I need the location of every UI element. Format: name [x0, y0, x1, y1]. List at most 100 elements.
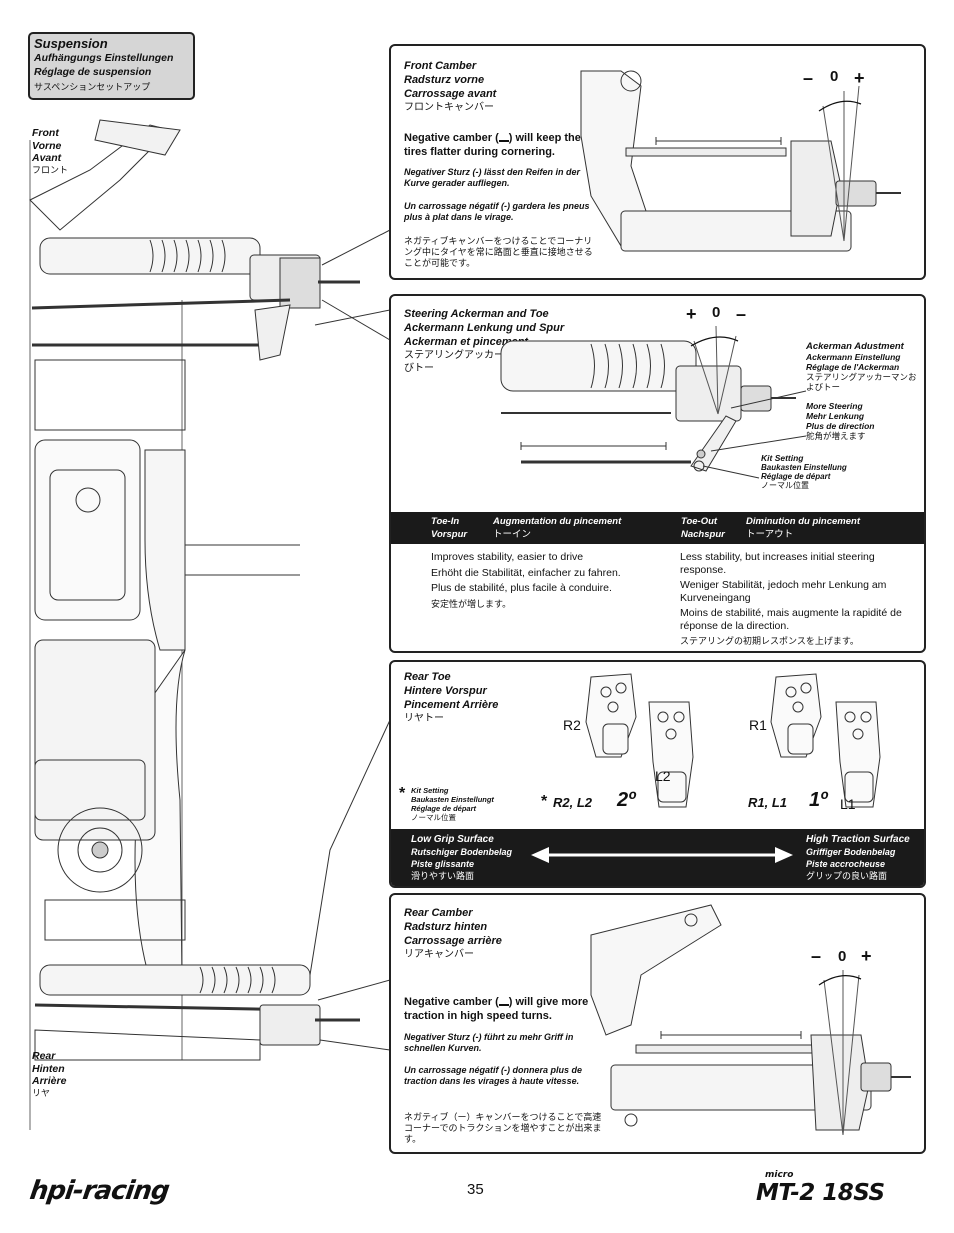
set1-label: R1, L1 — [748, 795, 788, 810]
toe-in-fr-label: Augmentation du pincement トーイン — [493, 515, 621, 541]
toe-in-jp: トーイン — [493, 529, 532, 540]
steering-kit-de: Baukasten Einstellung — [761, 463, 847, 472]
steering-title-en: Steering Ackerman and Toe — [404, 308, 549, 320]
ackerman-en: Ackerman Adustment — [806, 341, 904, 352]
rear-camber-title-jp: リアキャンバー — [404, 949, 474, 960]
label-l2: L2 — [655, 768, 671, 784]
rear-camber-note-jp: ネガティブ（ー）キャンバーをつけることで高速コーナーでのトラクションを増やすこと… — [404, 1112, 602, 1144]
more-steering-de: Mehr Lenkung — [806, 411, 865, 421]
toe-in-desc-jp: 安定性が増します。 — [431, 598, 512, 609]
front-camber-minus: – — [803, 68, 814, 88]
ackerman-de: Ackermann Einstellung — [806, 352, 901, 362]
set2-angle: 2º — [617, 789, 636, 811]
rear-toe-kit-setting: Kit Setting Baukasten Einstellungt Régla… — [411, 786, 521, 823]
front-label-de: Vorne — [32, 139, 62, 152]
mt2-logo: MT-2 18SS — [756, 1180, 885, 1206]
high-traction-jp: グリップの良い路面 — [806, 871, 888, 881]
more-steering-en: More Steering — [806, 401, 863, 411]
steering-plus: + — [686, 304, 697, 324]
steering-kit-fr: Réglage de départ — [761, 472, 831, 481]
front-camber-diagram — [580, 70, 901, 252]
front-label: Front Vorne Avant フロント — [32, 127, 68, 176]
section-title-fr: Réglage de suspension — [34, 66, 152, 78]
front-camber-title: Front Camber Radsturz vorne Carrossage a… — [404, 59, 496, 115]
rear-toe-title-fr: Pincement Arrière — [404, 699, 499, 711]
rear-label-en: Rear — [32, 1050, 56, 1062]
rear-camber-note-en: Negative camber () will give more tracti… — [404, 996, 589, 1022]
label-r2: R2 — [563, 717, 581, 733]
front-camber-note-de: Negativer Sturz (-) lässt den Reifen in … — [404, 167, 581, 188]
steering-title: Steering Ackerman and Toe Ackermann Lenk… — [404, 307, 604, 375]
toe-out-desc-fr: Moins de stabilité, mais augmente la rap… — [680, 607, 902, 632]
rear-label-jp: リヤ — [32, 1087, 51, 1098]
front-camber-title-en: Front Camber — [404, 60, 477, 72]
rear-toe-kit-fr: Réglage de départ — [411, 804, 477, 813]
steering-kit-en: Kit Setting — [761, 453, 804, 463]
front-camber-title-jp: フロントキャンバー — [404, 102, 494, 113]
steering-diagram — [500, 325, 807, 479]
rear-camber-title: Rear Camber Radsturz hinten Carrossage a… — [404, 906, 502, 962]
label-l1: L1 — [840, 796, 856, 812]
toe-out-desc-en: Less stability, but increases initial st… — [680, 551, 875, 576]
rear-camber-zero: 0 — [838, 948, 847, 965]
more-steering-fr: Plus de direction — [806, 421, 875, 431]
grip-bar: Low Grip Surface Rutschiger Bodenbelag P… — [391, 829, 924, 886]
front-camber-title-de: Radsturz vorne — [404, 74, 485, 86]
front-camber-note-en: Negative camber () will keep the tires f… — [404, 132, 581, 158]
toe-in-desc-de: Erhöht die Stabilität, einfacher zu fahr… — [431, 566, 621, 579]
rear-toe-kit-en: Kit Setting — [411, 786, 449, 795]
rear-camber-plus: + — [861, 946, 872, 966]
steering-title-de: Ackermann Lenkung und Spur — [404, 322, 565, 334]
high-traction-en: High Traction Surface — [806, 834, 910, 845]
more-steering-jp: 舵角が増えます — [806, 431, 866, 441]
rear-toe-title-de: Hintere Vorspur — [404, 685, 487, 697]
rear-camber-panel: Rear Camber Radsturz hinten Carrossage a… — [389, 893, 926, 1154]
rear-hub-diagrams — [585, 673, 881, 808]
steering-title-fr: Ackerman et pincement — [404, 336, 529, 348]
rear-toe-title-en: Rear Toe — [404, 671, 451, 683]
ackerman-adjustment-label: Ackerman Adustment Ackermann Einstellung… — [806, 341, 921, 392]
rear-camber-note-de: Negativer Sturz (-) führt zu mehr Griff … — [404, 1032, 574, 1053]
ackerman-jp: ステアリングアッカーマンおよびトー — [806, 372, 917, 392]
set2-star: * — [541, 793, 548, 810]
toe-out-description: Less stability, but increases initial st… — [680, 551, 905, 648]
ackerman-fr: Réglage de l'Ackerman — [806, 362, 900, 372]
high-traction-fr: Piste accrocheuse — [806, 859, 886, 869]
toe-in-de: Vorspur — [431, 529, 468, 540]
front-label-jp: フロント — [32, 164, 69, 175]
low-grip-jp: 滑りやすい路面 — [411, 871, 475, 881]
high-traction-label: High Traction Surface Griffiger Bodenbel… — [806, 833, 910, 882]
steering-zero: 0 — [712, 304, 721, 321]
front-label-en: Front — [32, 127, 59, 139]
toe-out-fr: Diminution du pincement — [746, 516, 860, 527]
high-traction-de: Griffiger Bodenbelag — [806, 847, 896, 857]
toe-out-desc-de: Weniger Stabilität, jedoch mehr Lenkung … — [680, 579, 887, 604]
low-grip-de: Rutschiger Bodenbelag — [411, 847, 513, 857]
section-title: Suspension — [34, 36, 108, 51]
steering-kit-jp: ノーマル位置 — [761, 481, 809, 490]
rear-camber-minus: – — [811, 946, 822, 966]
toe-in-fr: Augmentation du pincement — [493, 516, 622, 527]
front-camber-note-jp: ネガティブキャンバーをつけることでコーナリング中にタイヤを常に路面と垂直に接地さ… — [404, 236, 593, 268]
front-label-fr: Avant — [32, 152, 62, 164]
rear-toe-title-jp: リヤトー — [404, 713, 444, 724]
toe-out-de: Nachspur — [681, 529, 725, 540]
rear-toe-kit-de: Baukasten Einstellungt — [411, 795, 494, 804]
rear-toe-kit-star: * — [399, 785, 406, 802]
steering-minus: – — [736, 304, 747, 324]
rear-label-de: Hinten — [32, 1062, 65, 1075]
steering-kit-setting-label: Kit Setting Baukasten Einstellung Réglag… — [761, 453, 876, 491]
front-camber-zero: 0 — [830, 68, 839, 85]
rear-toe-kit-jp: ノーマル位置 — [411, 813, 456, 822]
rear-camber-diagram — [590, 904, 911, 1136]
toe-in-desc-en: Improves stability, easier to drive — [431, 551, 584, 563]
more-steering-label: More Steering Mehr Lenkung Plus de direc… — [806, 401, 921, 441]
toe-in-desc-fr: Plus de stabilité, plus facile à conduir… — [431, 582, 612, 594]
rear-label-fr: Arrière — [32, 1075, 67, 1087]
front-camber-plus: + — [854, 68, 865, 88]
low-grip-fr: Piste glissante — [411, 859, 475, 869]
set2-label: R2, L2 — [553, 795, 593, 810]
toe-out-desc-jp: ステアリングの初期レスポンスを上げます。 — [680, 636, 859, 646]
front-camber-title-fr: Carrossage avant — [404, 88, 497, 100]
section-title-de: Aufhängungs Einstellungen — [34, 52, 174, 64]
